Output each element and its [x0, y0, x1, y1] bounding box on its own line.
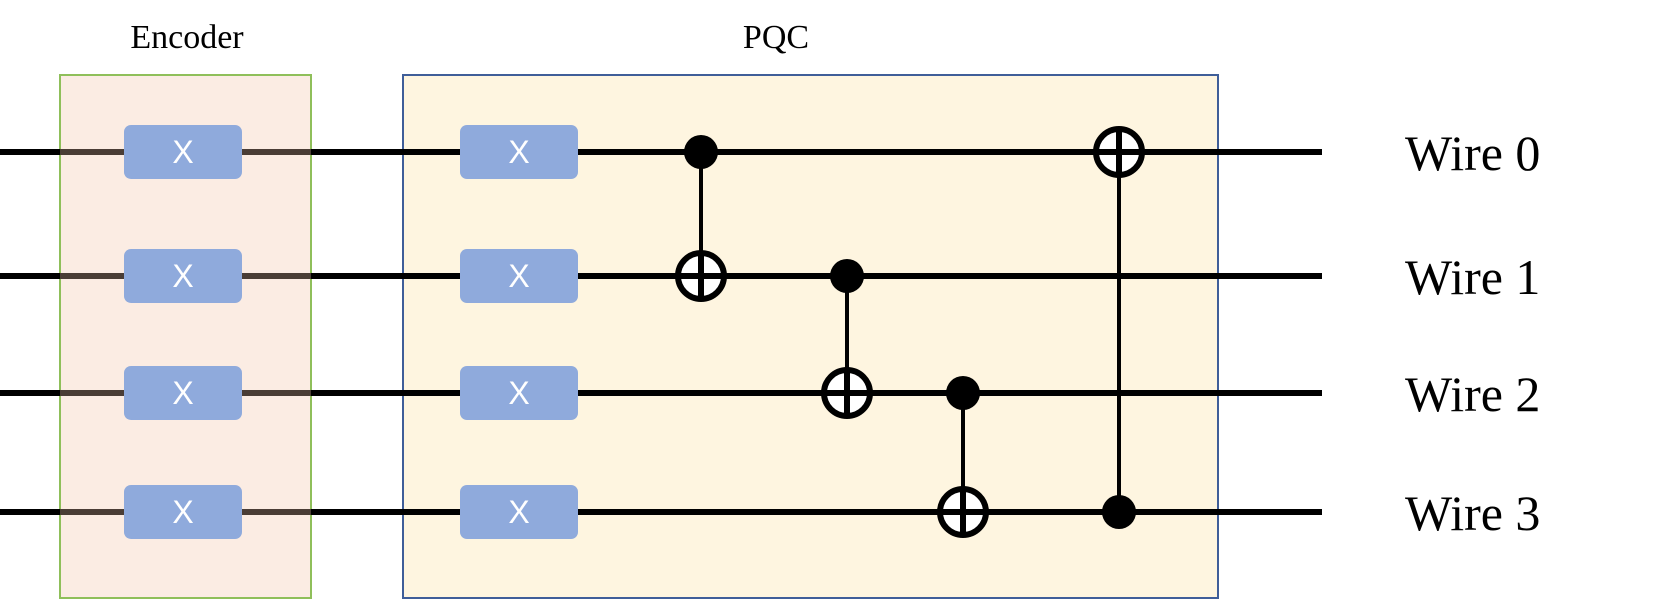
cnot-gate-3: [1093, 126, 1145, 529]
pqc-gate-label-0: X: [508, 134, 529, 170]
cnot-target-oplus-icon-1: [821, 367, 873, 419]
wire-label-2: Wire 2: [1405, 366, 1540, 422]
encoder-gate-box-2: [124, 366, 242, 420]
cnot-gate-2: [937, 376, 989, 538]
pqc-x-gate-3: X: [460, 485, 578, 539]
encoder-x-gate-1: X: [124, 249, 242, 303]
pqc-x-gate-1: X: [460, 249, 578, 303]
cnot-control-dot-1: [830, 259, 864, 293]
encoder-gate-label-2: X: [172, 375, 193, 411]
cnot-target-oplus-icon-2: [937, 486, 989, 538]
pqc-gate-label-3: X: [508, 494, 529, 530]
encoder-x-gate-3: X: [124, 485, 242, 539]
cnot-gate-0: [675, 135, 727, 302]
cnot-layer: [675, 126, 1145, 538]
wire-labels-layer: Wire 0 Wire 1 Wire 2 Wire 3: [1405, 125, 1540, 541]
encoder-gate-box-1: [124, 249, 242, 303]
pqc-gate-box-2: [460, 366, 578, 420]
encoder-gate-label-3: X: [172, 494, 193, 530]
encoder-x-gate-0: X: [124, 125, 242, 179]
encoder-gate-label-1: X: [172, 258, 193, 294]
pqc-title: PQC: [743, 19, 809, 56]
cnot-gate-1: [821, 259, 873, 419]
encoder-x-gate-2: X: [124, 366, 242, 420]
cnot-control-dot-0: [684, 135, 718, 169]
pqc-gate-box-0: [460, 125, 578, 179]
cnot-target-oplus-icon-3: [1093, 126, 1145, 178]
cnot-control-dot-3: [1102, 495, 1136, 529]
pqc-gate-label-2: X: [508, 375, 529, 411]
pqc-x-gate-0: X: [460, 125, 578, 179]
wire-label-0: Wire 0: [1405, 125, 1540, 181]
pqc-x-gate-2: X: [460, 366, 578, 420]
encoder-title: Encoder: [130, 19, 244, 56]
encoder-gate-label-0: X: [172, 134, 193, 170]
gates-layer: X X X X X X X X: [124, 125, 578, 539]
cnot-control-dot-2: [946, 376, 980, 410]
wire-label-3: Wire 3: [1405, 485, 1540, 541]
encoder-gate-box-3: [124, 485, 242, 539]
pqc-gate-label-1: X: [508, 258, 529, 294]
cnot-target-oplus-icon-0: [675, 250, 727, 302]
pqc-gate-box-1: [460, 249, 578, 303]
pqc-gate-box-3: [460, 485, 578, 539]
wire-label-1: Wire 1: [1405, 249, 1540, 305]
encoder-gate-box-0: [124, 125, 242, 179]
